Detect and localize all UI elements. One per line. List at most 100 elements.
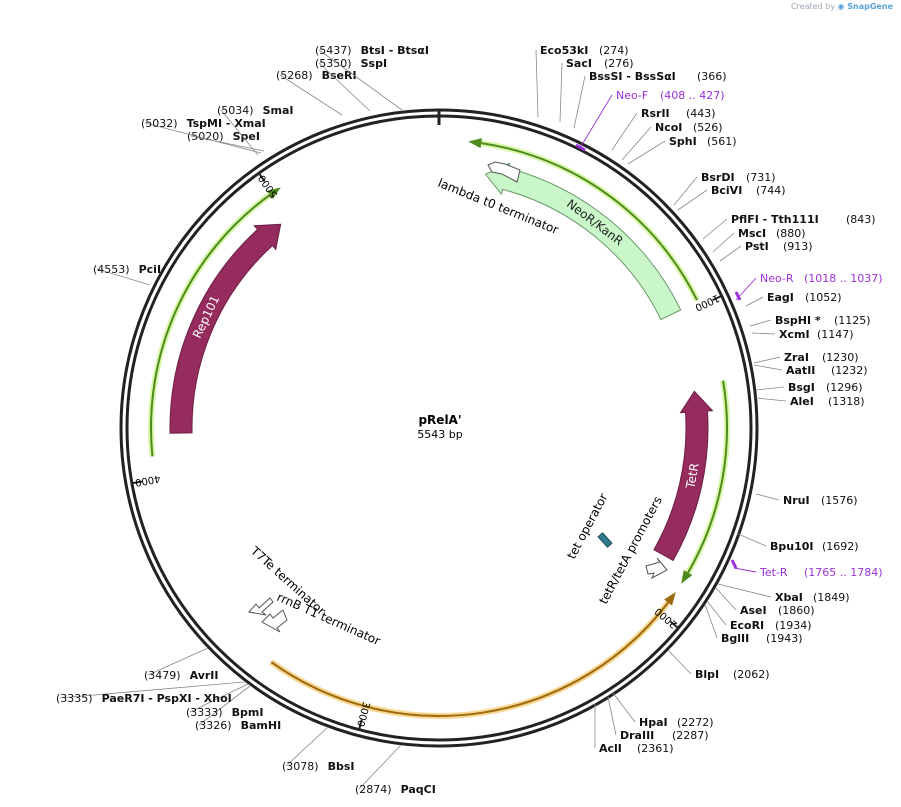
enzyme-site-psti[interactable]: PstI (913) [719, 240, 813, 262]
enzyme-position: (366) [697, 70, 727, 83]
enzyme-site-bcivi[interactable]: BciVI(744) [677, 184, 786, 211]
enzyme-site-hpai[interactable]: HpaI(2272) [612, 692, 714, 729]
enzyme-leader-line [702, 218, 728, 240]
enzyme-position: (1943) [766, 632, 803, 645]
enzyme-site-bpmi[interactable]: (3333)BpmI [186, 683, 263, 719]
enzyme-leader-line [755, 397, 787, 402]
primer-neo-r[interactable]: Neo-R(1018 .. 1037) [734, 272, 883, 301]
enzyme-name: EcoRI [730, 619, 764, 632]
enzyme-name: DraIII [620, 729, 654, 742]
annotation-arc [150, 193, 271, 457]
enzyme-site-paer7i-pspxi-xhoi[interactable]: (3335)PaeR7I - PspXI - XhoI [56, 681, 245, 705]
enzyme-site-tspmi-xmai[interactable]: (5032)TspMI - XmaI [141, 117, 266, 154]
enzyme-leader-line [749, 319, 772, 327]
enzyme-name: BamHI [241, 719, 282, 732]
enzyme-position: (731) [746, 171, 776, 184]
enzyme-position: (561) [707, 135, 737, 148]
enzyme-site-bpu10i[interactable]: Bpu10I(1692) [737, 533, 859, 553]
enzyme-position: (913) [783, 240, 813, 253]
enzyme-site-bsssi-bsss-i[interactable]: BssSI - BssSαI(366) [573, 70, 727, 129]
enzyme-name: PstI [745, 240, 769, 253]
enzyme-name: HpaI [639, 716, 668, 729]
enzyme-position: (744) [756, 184, 786, 197]
enzyme-name: AseI [740, 604, 767, 617]
enzyme-site-avrii[interactable]: (3479)AvrII [144, 647, 219, 682]
enzyme-site-eagi[interactable]: EagI(1052) [745, 291, 842, 307]
ruler-tick [712, 295, 722, 302]
enzyme-name: NcoI [655, 121, 682, 134]
enzyme-site-btsi-bts-i[interactable]: (5437)BtsI - BtsαI [315, 44, 429, 111]
enzyme-site-bseri[interactable]: (5268)BseRI [276, 69, 357, 116]
enzyme-site-ncoi[interactable]: NcoI(526) [621, 121, 723, 161]
enzyme-position: (5268) [276, 69, 313, 82]
enzyme-site-smai[interactable]: (5034)SmaI [217, 104, 294, 156]
enzyme-site-ecori[interactable]: EcoRI(1934) [706, 600, 812, 632]
enzyme-leader-line [59, 681, 245, 699]
enzyme-site-bsgi[interactable]: BsgI(1296) [755, 381, 863, 394]
enzyme-site-zrai[interactable]: ZraI(1230) [753, 351, 859, 364]
enzyme-site-alei[interactable]: AleI (1318) [755, 395, 865, 408]
enzyme-site-sphi[interactable]: SphI(561) [627, 135, 737, 165]
enzyme-leader-line [190, 135, 265, 152]
primer-range: (1765 .. 1784) [804, 566, 883, 579]
primer-name: Neo-R [760, 272, 794, 285]
enzyme-name: PciI [139, 263, 161, 276]
enzyme-site-pflfi-tth111i[interactable]: PflFI - Tth111I(843) [702, 213, 876, 240]
ruler-tick [358, 719, 363, 729]
t7te-terminator-arrow [248, 597, 274, 616]
enzyme-leader-line [704, 603, 718, 639]
enzyme-position: (1576) [821, 494, 858, 507]
enzyme-position: (5350) [315, 57, 352, 70]
credit-prefix: Created by [790, 2, 835, 11]
snapgene-credit: Created by ◉ SnapGene [791, 2, 893, 11]
enzyme-site-bglii[interactable]: BglII(1943) [704, 603, 803, 645]
enzyme-site-spei[interactable]: (5020)SpeI [187, 130, 265, 152]
enzyme-position: (443) [686, 107, 716, 120]
feature-tetr-arrow [653, 390, 714, 562]
enzyme-name: MscI [738, 227, 766, 240]
enzyme-name: TspMI - XmaI [187, 117, 266, 130]
enzyme-position: (2874) [355, 783, 392, 796]
enzyme-position: (1318) [828, 395, 865, 408]
ruler-tick [258, 173, 266, 183]
enzyme-leader-line [318, 49, 403, 111]
enzyme-position: (1692) [822, 540, 859, 553]
feature-neor-kanr-arrow [484, 162, 682, 321]
enzyme-site-bsphi[interactable]: BspHI *(1125) [749, 314, 871, 327]
enzyme-site-saci[interactable]: SacI(276) [559, 57, 634, 123]
primer-neo-f[interactable]: Neo-F(408 .. 427) [575, 89, 725, 152]
enzyme-site-nrui[interactable]: NruI(1576) [755, 493, 858, 507]
enzyme-site-xcmi[interactable]: XcmI(1147) [751, 328, 854, 341]
enzyme-site-draiii[interactable]: DraIII(2287) [607, 696, 709, 742]
enzyme-name: RsrII [641, 107, 670, 120]
enzyme-leader-line [535, 49, 539, 118]
enzyme-position: (3078) [282, 760, 319, 773]
enzyme-site-paqci[interactable]: (2874) PaqCI [355, 744, 436, 796]
rrnb-t1-terminator-arrow [261, 609, 288, 633]
enzyme-site-asei[interactable]: AseI(1860) [715, 587, 815, 617]
enzyme-site-bsrdi[interactable]: BsrDI(731) [673, 171, 776, 206]
enzyme-site-eco53ki[interactable]: Eco53kI(274) [535, 44, 629, 118]
enzyme-position: (1125) [834, 314, 871, 327]
enzyme-site-aatii[interactable]: AatII(1232) [753, 364, 868, 377]
enzyme-leader-line [755, 493, 780, 501]
enzyme-name: AleI [790, 395, 814, 408]
enzyme-site-xbai[interactable]: XbaI(1849) [717, 583, 850, 604]
enzyme-site-sspi[interactable]: (5350)SspI [315, 57, 387, 112]
enzyme-site-pcii[interactable]: (4553)PciI [93, 263, 161, 286]
ruler-tick-label: 4000 [134, 472, 161, 487]
enzyme-name: PaqCI [401, 783, 436, 796]
enzyme-site-bamhi[interactable]: (3326)BamHI [195, 685, 282, 732]
primer-tet-r[interactable]: Tet-R(1765 .. 1784) [730, 559, 883, 579]
enzyme-site-acli[interactable]: AclI(2361) [594, 703, 674, 755]
enzyme-site-blpi[interactable]: BlpI(2062) [667, 649, 770, 681]
enzyme-name: SmaI [263, 104, 294, 117]
enzyme-leader-line [318, 62, 371, 112]
enzyme-site-bbsi[interactable]: (3078)BbsI [282, 726, 355, 773]
enzyme-position: (843) [846, 213, 876, 226]
enzyme-name: XcmI [779, 328, 810, 341]
enzyme-position: (3333) [186, 706, 223, 719]
enzyme-site-rsrii[interactable]: RsrII (443) [611, 107, 716, 151]
enzyme-site-msci[interactable]: MscI(880) [712, 227, 806, 253]
rrnb-t1-terminator-label: rrnB T1 terminator [275, 590, 383, 648]
